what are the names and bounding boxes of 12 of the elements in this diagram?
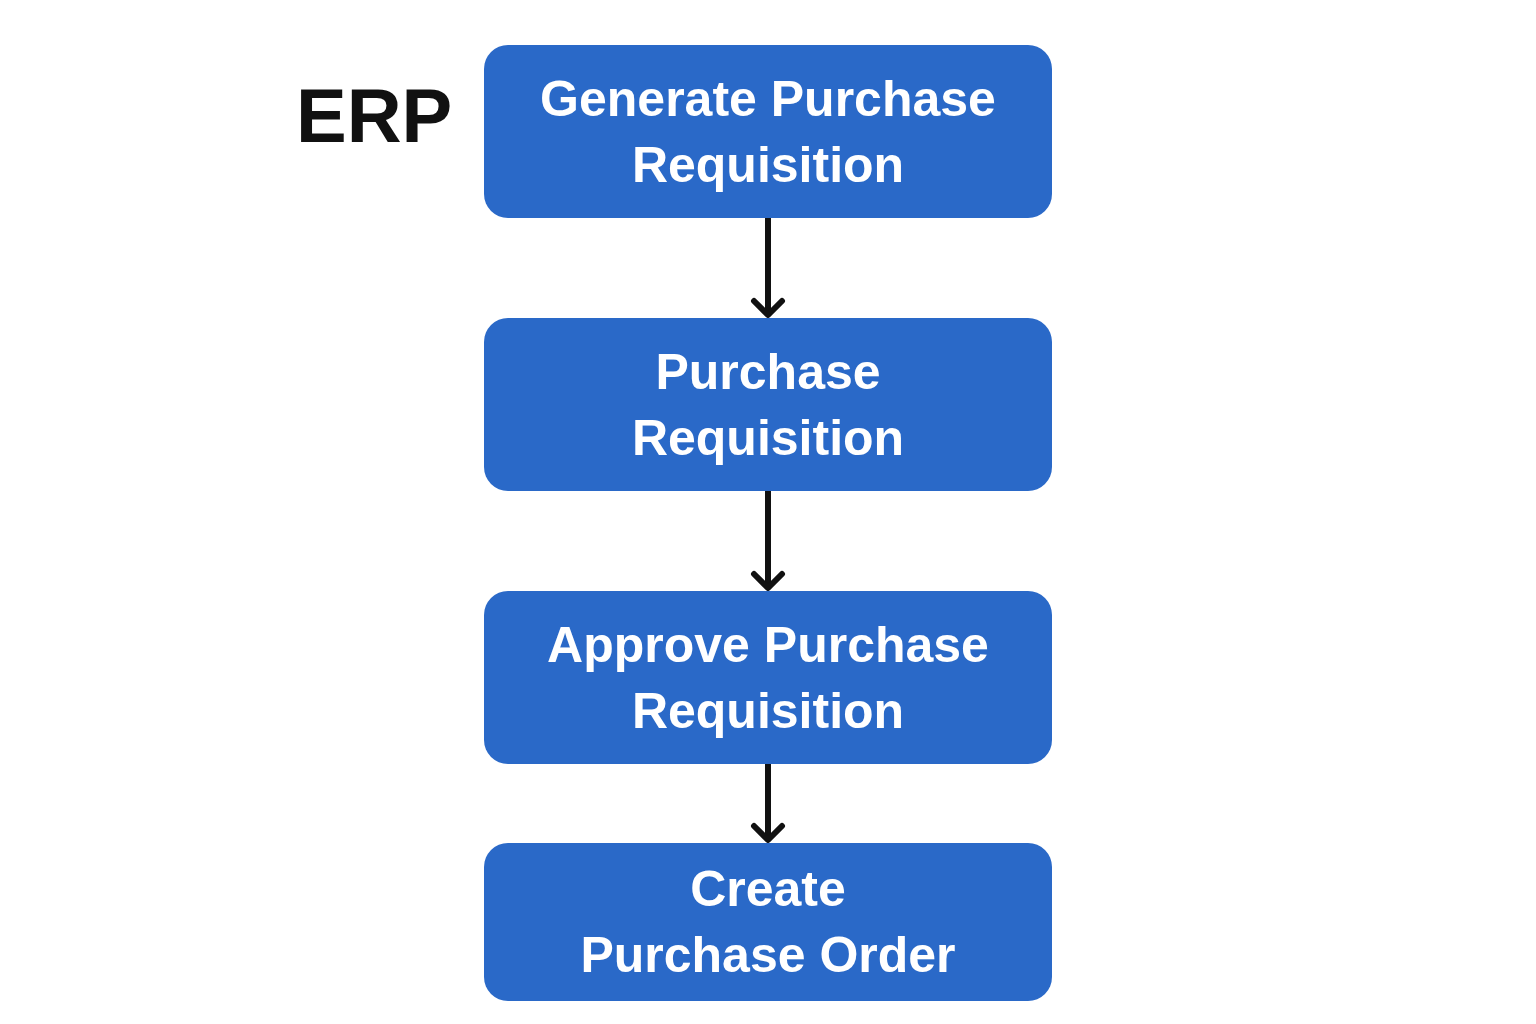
step-label: Purchase Requisition [630,342,906,468]
arrow [751,491,785,591]
arrow [751,218,785,318]
process-box [484,45,1052,218]
process-box [484,843,1052,1001]
step-label: Generate Purchase Requisition [539,69,997,195]
step-label: Create Purchase Order [579,860,957,985]
process-box [484,591,1052,764]
diagram-title: ERP [296,72,453,159]
process-box [484,318,1052,491]
step-label: Approve Purchase Requisition [546,615,990,741]
arrow [751,764,785,843]
